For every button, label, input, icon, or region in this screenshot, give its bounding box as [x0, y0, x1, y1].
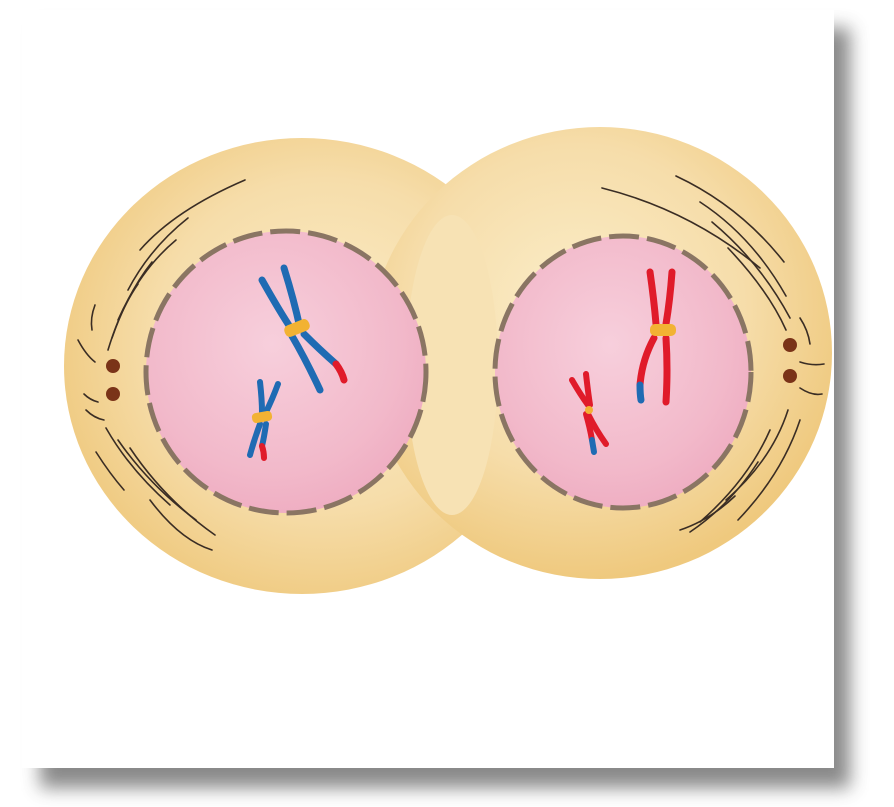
left-centriole-top	[106, 359, 120, 373]
right-centriole-bottom	[783, 369, 797, 383]
right-centriole-top	[783, 338, 797, 352]
left-centriole-bottom	[106, 387, 120, 401]
right-nucleus	[495, 236, 751, 508]
